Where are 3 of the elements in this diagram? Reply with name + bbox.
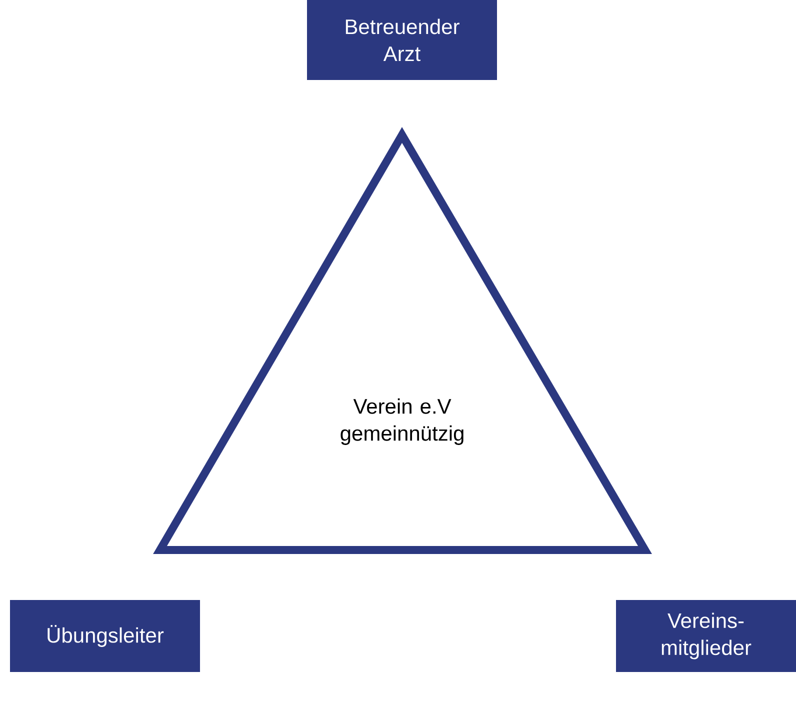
label-box: Betreuender Arzt (307, 0, 497, 80)
label-box: Vereins- mitglieder (616, 600, 796, 672)
label-box: Übungsleiter (10, 600, 200, 672)
